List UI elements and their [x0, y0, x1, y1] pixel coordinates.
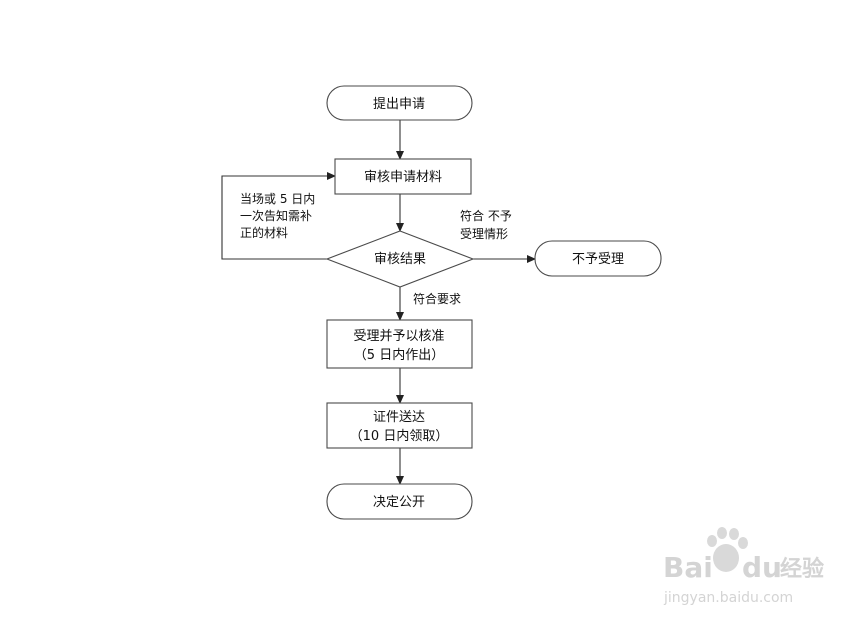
watermark-brand-latin-2: du — [742, 551, 782, 584]
watermark-brand-latin-1: Bai — [663, 551, 713, 584]
baidu-watermark: Bai du 经验 jingyan.baidu.com — [663, 527, 824, 606]
node-accept-label-line1: 受理并予以核准 — [353, 329, 444, 344]
edge-accept-label: 符合要求 — [413, 291, 461, 306]
edge-reject-label-line2: 受理情形 — [460, 227, 508, 241]
watermark-brand-cn: 经验 — [780, 556, 824, 582]
node-deliver-label-line1: 证件送达 — [373, 410, 425, 425]
edge-reject-label-line1: 符合 不予 — [460, 208, 512, 223]
node-accept-process — [326, 319, 473, 369]
node-review-result-label: 审核结果 — [374, 252, 426, 267]
node-deliver-process — [326, 402, 473, 449]
node-end-terminal — [326, 483, 473, 520]
node-review-materials-label: 审核申请材料 — [364, 170, 442, 185]
node-accept-label-line2: （5 日内作出） — [354, 347, 444, 363]
node-reject-terminal — [534, 240, 662, 277]
node-start-label: 提出申请 — [373, 96, 425, 112]
edge-loop-label-line1: 当场或 5 日内 — [240, 192, 315, 206]
node-end-label: 决定公开 — [373, 495, 425, 510]
watermark-site: jingyan.baidu.com — [663, 590, 793, 606]
node-review-result-decision — [325, 230, 475, 288]
edge-result-loop-back — [221, 172, 336, 260]
edge-loop-label-line2: 一次告知需补 — [240, 209, 312, 223]
node-deliver-label-line2: （10 日内领取） — [350, 428, 449, 444]
baidu-paw-icon — [707, 527, 748, 572]
node-review-materials-process — [334, 158, 472, 195]
node-start-terminal — [326, 85, 473, 121]
edge-loop-label-line3: 正的材料 — [240, 225, 288, 240]
node-reject-label: 不予受理 — [572, 252, 624, 267]
